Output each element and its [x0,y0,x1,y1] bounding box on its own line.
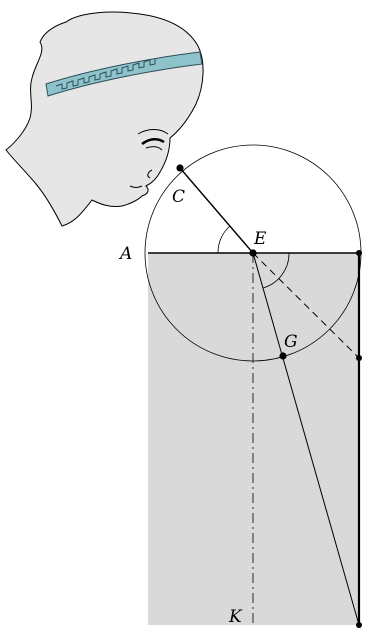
line-CE [179,167,254,254]
label-E: E [253,229,267,249]
line-EG [252,252,360,626]
point-wall-mid [356,355,362,361]
point-wall-top [356,250,362,256]
angle-arc-lower [262,252,290,289]
label-A: A [118,244,132,264]
point-G [279,352,287,360]
dashed-ray [252,252,360,359]
label-G: G [284,332,298,352]
point-wall-bottom [356,622,362,628]
label-C: C [172,187,185,207]
point-C [176,164,184,172]
angle-arc-upper [217,225,231,254]
greek-head-profile-icon [5,11,204,227]
shaded-region [148,253,359,625]
label-K: K [228,607,243,627]
point-E [249,249,257,257]
